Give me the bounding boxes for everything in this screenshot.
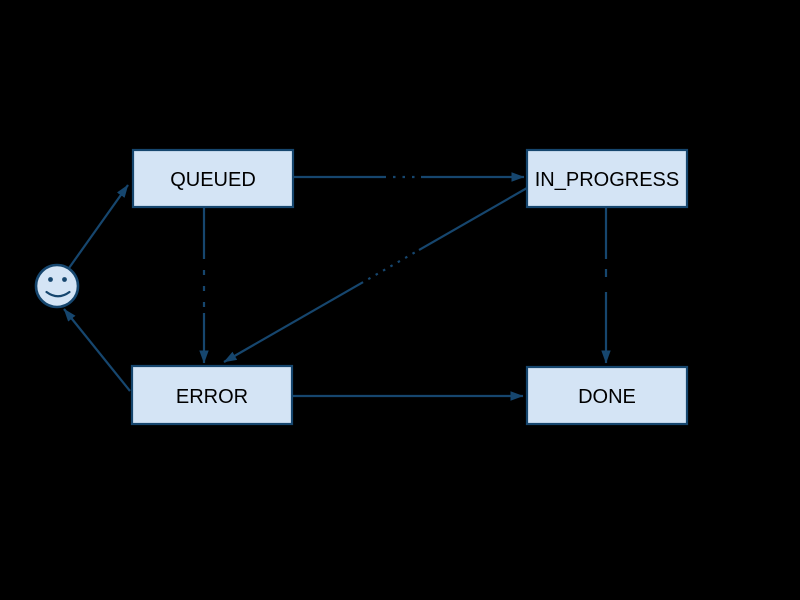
state-label: QUEUED (170, 169, 256, 191)
state-box (130, 364, 294, 426)
edge-label-masks (198, 171, 612, 313)
edge-label-mask (360, 244, 422, 288)
smiley-eye-icon (48, 277, 53, 282)
smiley-mouth-icon (45, 290, 71, 298)
state-box (131, 148, 295, 209)
edges (63, 172, 611, 401)
state-label: DONE (578, 386, 636, 408)
state-queued: QUEUED (131, 148, 295, 209)
smiley-face-icon (34, 263, 80, 309)
state-in-progress: IN_PROGRESS (525, 148, 689, 209)
state-error: ERROR (130, 364, 294, 426)
smiley-eye-icon (62, 277, 67, 282)
state-box (525, 148, 689, 209)
state-box (525, 365, 689, 426)
state-label: ERROR (176, 386, 248, 408)
edge-error-to-start (63, 308, 131, 392)
state-done: DONE (525, 365, 689, 426)
edge-start-to-queued (68, 184, 129, 269)
state-label: IN_PROGRESS (535, 169, 679, 191)
start-state-node (34, 263, 80, 309)
